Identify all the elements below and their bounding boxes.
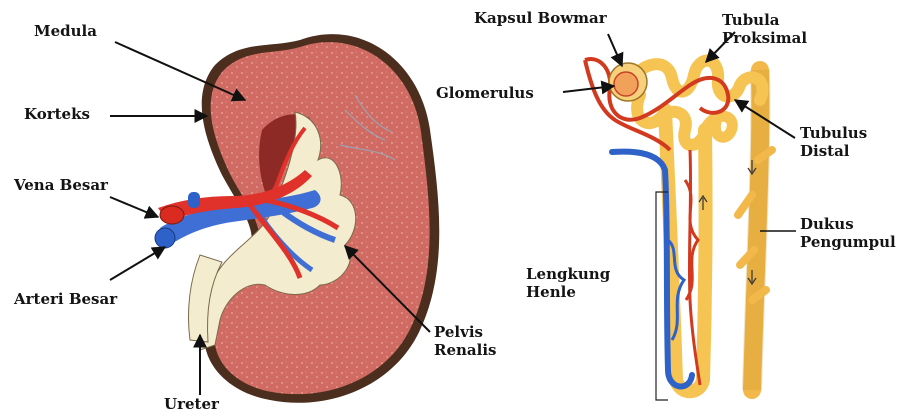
label-pelvis-renalis: Pelvis Renalis [434, 323, 496, 359]
label-korteks: Korteks [24, 105, 90, 123]
label-medula: Medula [34, 22, 97, 40]
label-dukus-pengumpul: Dukus Pengumpul [800, 215, 896, 251]
label-ureter: Ureter [164, 395, 219, 413]
kapsul-bowman-pointer [608, 34, 622, 66]
glomerulus-tuft [614, 72, 638, 96]
label-arteri-besar: Arteri Besar [14, 290, 117, 308]
glomerulus-pointer [563, 86, 614, 92]
label-tubula-proksimal: Tubula Proksimal [722, 11, 807, 47]
label-tubulus-distal: Tubulus Distal [800, 124, 867, 160]
label-glomerulus: Glomerulus [436, 84, 534, 102]
label-kapsul-bowman: Kapsul Bowmar [474, 9, 607, 27]
collecting-duct-outline [752, 70, 760, 390]
henle-loop-tubule [665, 110, 706, 391]
label-vena-besar: Vena Besar [14, 176, 108, 194]
label-lengkung-henle: Lengkung Henle [526, 265, 610, 301]
